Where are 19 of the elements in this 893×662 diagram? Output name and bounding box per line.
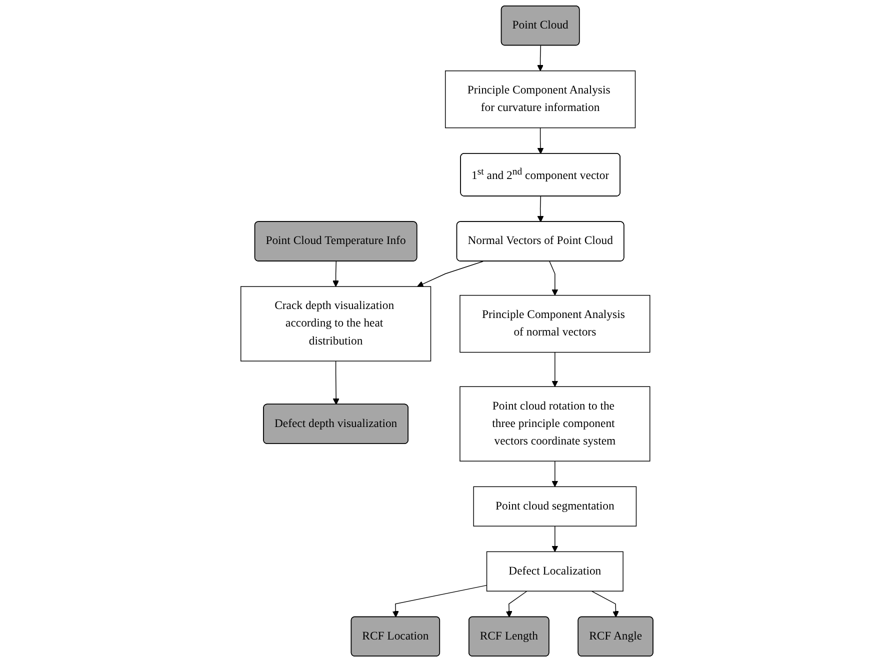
arrow	[536, 45, 544, 72]
node-box: Point cloud segmentation	[472, 486, 636, 526]
arrow	[551, 526, 558, 552]
node-box: Crack depth visualization according to the heat distribution	[240, 286, 431, 362]
arrow	[392, 584, 487, 618]
arrow	[505, 590, 527, 618]
arrow	[332, 360, 339, 405]
node-box: Defect Localization	[486, 551, 624, 592]
arrow	[536, 127, 544, 154]
arrow	[416, 261, 484, 288]
node-box: Principle Component Analysis of normal vectors	[459, 294, 650, 353]
arrow	[332, 261, 339, 287]
arrow	[551, 352, 558, 387]
node-box: Point cloud rotation to the three principle component vectors coordinate system	[459, 386, 650, 462]
arrow	[551, 460, 558, 487]
node-box: Principle Component Analysis for curvature information	[444, 70, 636, 128]
arrow	[548, 261, 558, 296]
arrow	[590, 590, 619, 618]
arrow	[536, 196, 544, 222]
